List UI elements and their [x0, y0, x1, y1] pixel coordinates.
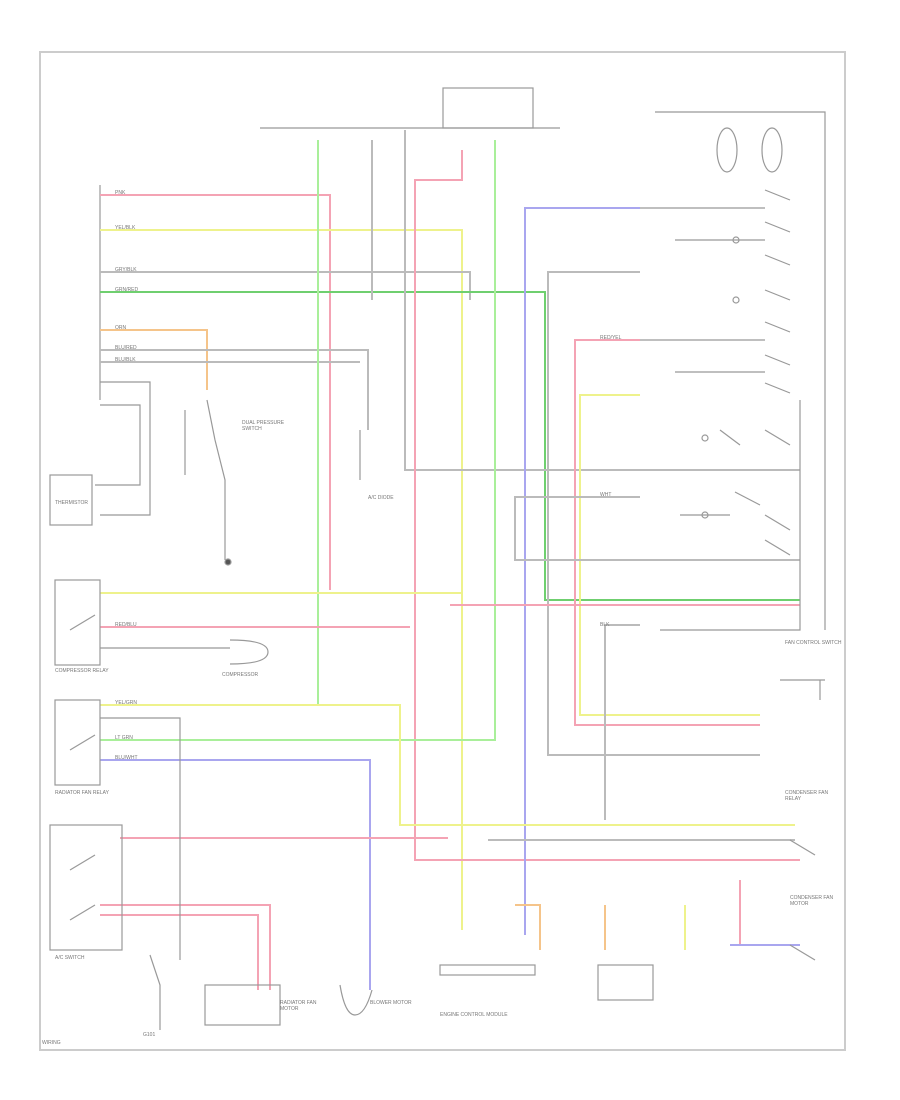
- wires: [100, 130, 800, 990]
- thermistor-label: THERMISTOR: [55, 500, 88, 506]
- ground-label: G101: [143, 1032, 156, 1038]
- ecm-connector: [439, 964, 536, 976]
- condenser-fan-motor-symbol: [597, 964, 654, 1001]
- radiator-fan-motor-label: RADIATOR FAN MOTOR: [280, 1000, 317, 1012]
- fan-control-switch-label: FAN CONTROL SWITCH: [785, 640, 842, 646]
- wire-label: BLU/WHT: [115, 755, 138, 761]
- thermistor-symbol: [49, 474, 93, 526]
- fan-control-switch-panel: [640, 111, 826, 631]
- pressure-switch-label: DUAL PRESSURE SWITCH: [242, 420, 285, 432]
- wire-label: BLK: [600, 622, 610, 628]
- wire-label: YEL/BLK: [115, 225, 136, 231]
- wire-label: RED/YEL: [600, 335, 622, 341]
- radiator-fan-relay-symbol: [54, 699, 101, 786]
- fuse-box-symbol: [442, 87, 534, 129]
- wire-label: GRY/BLK: [115, 267, 137, 273]
- compressor-symbol: [229, 639, 269, 665]
- ac-diode-label: A/C DIODE: [368, 495, 394, 501]
- wire-label: PNK: [115, 190, 126, 196]
- condenser-fan-motor-label: CONDENSER FAN MOTOR: [790, 895, 834, 907]
- left-components: [49, 87, 825, 1030]
- wire-label: BLU/BLK: [115, 357, 136, 363]
- wire-label: LT GRN: [115, 735, 133, 741]
- ac-switch-label: A/C SWITCH: [55, 955, 85, 961]
- footer-label: WIRING: [42, 1040, 61, 1046]
- compressor-label: COMPRESSOR: [222, 672, 259, 678]
- wire-label: RED/BLU: [115, 622, 137, 628]
- compressor-relay-label: COMPRESSOR RELAY: [55, 668, 109, 674]
- wire-label: YEL/GRN: [115, 700, 137, 706]
- blower-motor-label: BLOWER MOTOR: [370, 1000, 412, 1006]
- diode-symbol: [204, 984, 281, 1026]
- blower-motor-symbol: [339, 984, 373, 1016]
- compressor-relay-symbol: [54, 579, 101, 666]
- wire-label: ORN: [115, 325, 127, 331]
- condenser-fan-relay-label: CONDENSER FAN RELAY: [785, 790, 829, 802]
- wire-label: GRN/RED: [115, 287, 139, 293]
- wire-label: BLU/RED: [115, 345, 137, 351]
- radiator-fan-relay-label: RADIATOR FAN RELAY: [55, 790, 109, 796]
- ecm-label: ENGINE CONTROL MODULE: [440, 1012, 508, 1018]
- frame-border: [39, 51, 846, 1051]
- ac-switch-symbol: [49, 824, 123, 951]
- wire-label: WHT: [600, 492, 612, 498]
